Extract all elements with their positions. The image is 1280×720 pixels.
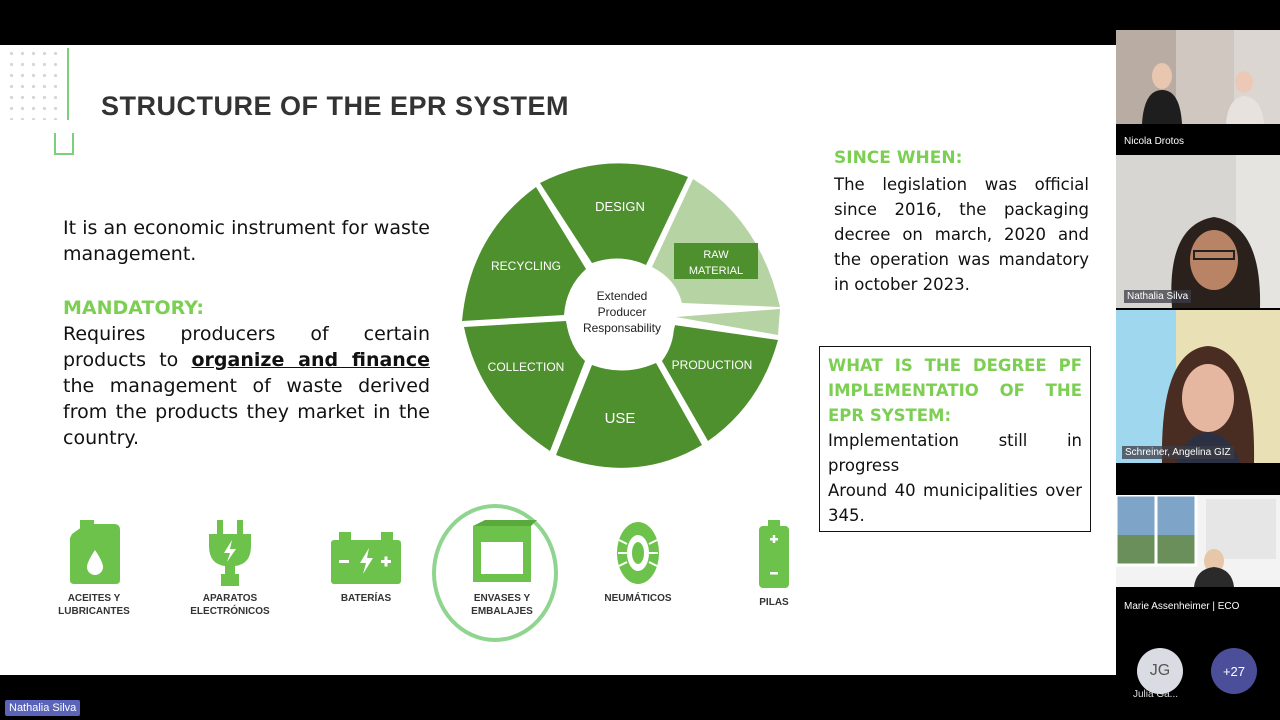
avatar-initials: JG: [1149, 662, 1171, 679]
mandatory-text: Requires producers of certain products t…: [63, 321, 430, 451]
corner-bracket-decoration: [54, 133, 74, 155]
video-feed: [1116, 310, 1280, 463]
participant-name: Nicola Drotos: [1124, 136, 1185, 147]
tire-icon: [617, 522, 659, 584]
intro-text: It is an economic instrument for waste m…: [63, 217, 430, 265]
label-production: PRODUCTION: [672, 358, 753, 372]
mandatory-text-end: the management of waste derived from the…: [63, 375, 430, 449]
label-raw: RAW: [703, 249, 729, 261]
since-heading: SINCE WHEN:: [834, 148, 963, 168]
box-icon: [473, 520, 537, 582]
participant-name: Nathalia Silva: [1124, 290, 1192, 303]
epr-cycle-diagram: Extended Producer Responsability DESIGN …: [462, 163, 780, 468]
battery-cell-icon: [759, 520, 789, 588]
label-neumaticos: NEUMÁTICOS: [604, 593, 672, 604]
implementation-box: WHAT IS THE DEGREE PF IMPLEMENTATIO OF T…: [819, 346, 1091, 532]
segment-design: [540, 163, 688, 265]
implementation-line-1: Implementation still in progress: [828, 431, 1082, 475]
label-aceites-1: ACEITES Y: [67, 593, 121, 604]
highlight-ring: [432, 504, 558, 642]
implementation-heading: WHAT IS THE DEGREE PF IMPLEMENTATIO OF T…: [828, 356, 1082, 425]
label-envases-2: EMBALAJES: [471, 606, 533, 617]
participant-name: Marie Assenheimer | ECO: [1124, 601, 1240, 612]
label-recycling: RECYCLING: [491, 259, 561, 273]
segment-production: [662, 325, 778, 441]
mandatory-text-start: Requires producers of certain products t…: [63, 323, 430, 371]
participant-name: Schreiner, Angelina GIZ: [1122, 446, 1234, 459]
presenter-name-tag: Nathalia Silva: [5, 700, 81, 716]
more-count: +27: [1222, 663, 1246, 679]
video-feed: [1116, 155, 1280, 308]
mandatory-heading: MANDATORY:: [63, 297, 204, 319]
label-aparatos-1: APARATOS: [202, 593, 258, 604]
participant-tile-nathalia[interactable]: Nathalia Silva: [1116, 155, 1280, 308]
since-text: The legislation was official since 2016,…: [834, 175, 1089, 294]
avatar-julia[interactable]: JG: [1137, 648, 1183, 694]
slide-title: STRUCTURE OF THE EPR SYSTEM: [101, 91, 570, 121]
label-baterias: BATERÍAS: [340, 593, 392, 604]
category-aparatos: APARATOS ELECTRÓNICOS: [180, 520, 280, 618]
label-aparatos-2: ELECTRÓNICOS: [190, 606, 270, 617]
segment-use: [556, 363, 702, 468]
raw-material-highlight: [674, 243, 758, 279]
oil-canister-icon: [70, 520, 120, 584]
shared-slide: STRUCTURE OF THE EPR SYSTEM It is an eco…: [0, 45, 1116, 675]
participant-tile-nicola[interactable]: Nicola Drotos: [1116, 30, 1280, 154]
video-feed: [1116, 30, 1280, 124]
bottom-bar: [0, 675, 1116, 720]
implementation-line-2: Around 40 municipalities over 345.: [828, 481, 1082, 525]
vertical-line-decoration: [67, 48, 69, 120]
segment-collection: [464, 321, 585, 451]
category-aceites: ACEITES Y LUBRICANTES: [44, 520, 144, 618]
avatar-name: Julia Ga...: [1133, 689, 1179, 700]
label-material: MATERIAL: [689, 265, 743, 277]
center-line-1: Extended: [597, 289, 648, 303]
label-envases-1: ENVASES Y: [473, 593, 531, 604]
plug-icon: [209, 520, 251, 586]
segment-production-light: [676, 309, 780, 335]
label-design: DESIGN: [595, 199, 645, 214]
label-aceites-2: LUBRICANTES: [58, 606, 130, 617]
center-line-3: Responsability: [583, 321, 661, 335]
category-neumaticos: NEUMÁTICOS: [588, 520, 688, 605]
car-battery-icon: [331, 532, 401, 584]
video-feed: [1116, 495, 1280, 587]
dot-pattern-decoration: [6, 48, 62, 120]
top-bar: [0, 0, 1116, 45]
organize-finance-emphasis: organize and finance: [191, 349, 430, 371]
category-pilas: PILAS: [724, 520, 824, 609]
participant-tile-marie[interactable]: Marie Assenheimer | ECO: [1116, 495, 1280, 617]
label-collection: COLLECTION: [488, 360, 565, 374]
segment-recycling: [462, 187, 586, 321]
center-line-2: Producer: [598, 305, 647, 319]
label-pilas: PILAS: [759, 597, 789, 608]
category-baterias: BATERÍAS: [316, 520, 416, 605]
more-participants-button[interactable]: +27: [1211, 648, 1257, 694]
participant-tile-angelina[interactable]: Schreiner, Angelina GIZ: [1116, 310, 1280, 463]
category-envases: ENVASES Y EMBALAJES: [452, 520, 552, 618]
label-use: USE: [605, 410, 636, 427]
wheel-center: [568, 261, 676, 369]
